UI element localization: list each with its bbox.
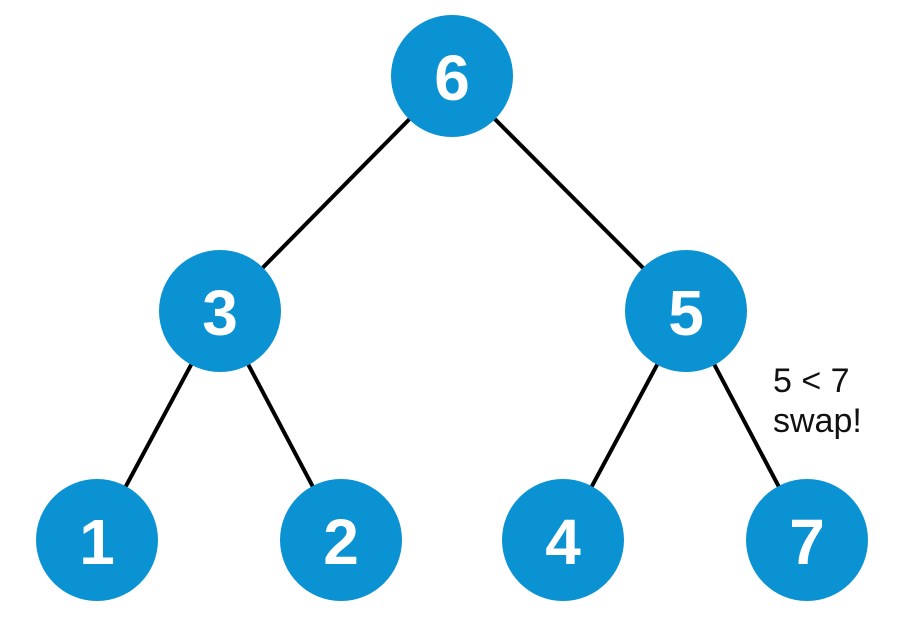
tree-node-6: 6: [391, 15, 513, 137]
node-circle: [625, 250, 747, 372]
tree-node-5: 5: [625, 250, 747, 372]
edge-n6-n3: [259, 115, 413, 272]
node-circle: [280, 479, 402, 601]
nodes-layer: 6 3 5 1 2 4 7: [36, 15, 868, 601]
edges-layer: [122, 115, 782, 491]
tree-node-1: 1: [36, 479, 158, 601]
tree-node-7: 7: [746, 479, 868, 601]
node-label: 4: [545, 506, 581, 578]
node-circle: [746, 479, 868, 601]
node-label: 2: [323, 506, 359, 578]
node-circle: [502, 479, 624, 601]
node-circle: [36, 479, 158, 601]
tree-node-2: 2: [280, 479, 402, 601]
node-label: 6: [434, 42, 470, 114]
edge-n6-n5: [491, 115, 647, 272]
tree-node-4: 4: [502, 479, 624, 601]
node-circle: [391, 15, 513, 137]
edge-n5-n7: [711, 361, 782, 490]
annotation-swap-text: swap!: [773, 402, 862, 440]
node-label: 5: [668, 277, 704, 349]
node-circle: [159, 250, 281, 372]
node-label: 7: [789, 506, 825, 578]
edge-n5-n4: [588, 360, 661, 491]
node-label: 1: [79, 506, 115, 578]
annotation-comparison-text: 5 < 7: [773, 362, 850, 400]
tree-node-3: 3: [159, 250, 281, 372]
node-label: 3: [202, 277, 238, 349]
edge-n3-n2: [245, 361, 316, 490]
edge-n3-n1: [122, 360, 195, 491]
swap-annotation: 5 < 7 swap!: [773, 362, 862, 440]
